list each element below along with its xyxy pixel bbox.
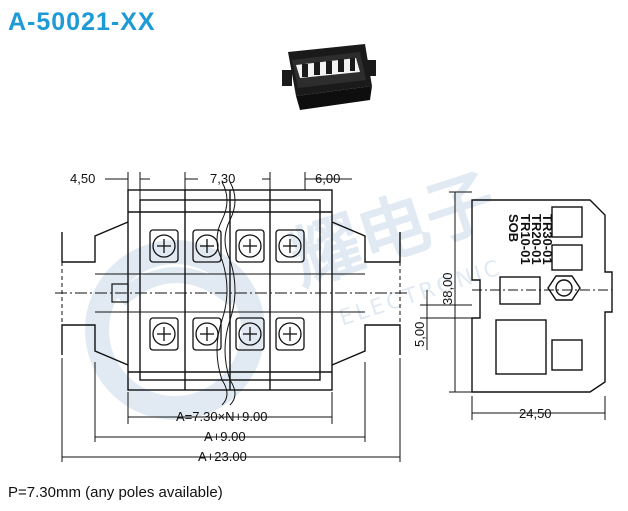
screw-top-1-icon [149,229,179,263]
dim-total-a23: A+23.00 [198,449,247,464]
screw-bottom-2-icon [192,317,222,351]
dim-side-5: 5,00 [412,322,427,347]
dim-7-30: 7,30 [210,171,235,186]
screw-bottom-4-icon [275,317,305,351]
screw-top-3-icon [235,229,265,263]
pitch-note: P=7.30mm (any poles available) [8,484,223,501]
side-marking-3: TR30-01 [540,214,555,265]
dim-4-50: 4,50 [70,171,95,186]
side-dimensions [420,191,606,420]
watermark-logo-icon [85,240,265,420]
screw-bottom-3-icon [235,317,265,351]
side-marking-0: SOB [506,214,521,242]
product-title: A-50021-XX [8,8,156,36]
top-dimensions [105,172,352,200]
side-view [471,199,613,393]
side-marking-1: TR10-01 [518,214,533,265]
side-markings: SOB TR10-01 TR20-01 TR30-01 [506,214,555,265]
dim-side-width: 24,50 [519,406,552,421]
dim-6-00: 6,00 [315,171,340,186]
dim-side-height: 38,00 [440,272,455,305]
screw-top-2-icon [192,229,222,263]
dim-total-a9: A+9.00 [204,429,246,444]
product-photo [282,44,376,110]
dim-total-a: A=7.30×N+9.00 [176,409,267,424]
screw-top-4-icon [275,229,305,263]
side-marking-2: TR20-01 [529,214,544,265]
front-view [55,181,410,406]
screw-bottom-1-icon [149,317,179,351]
bottom-dimensions [61,358,401,462]
terminal-screws [149,229,305,351]
